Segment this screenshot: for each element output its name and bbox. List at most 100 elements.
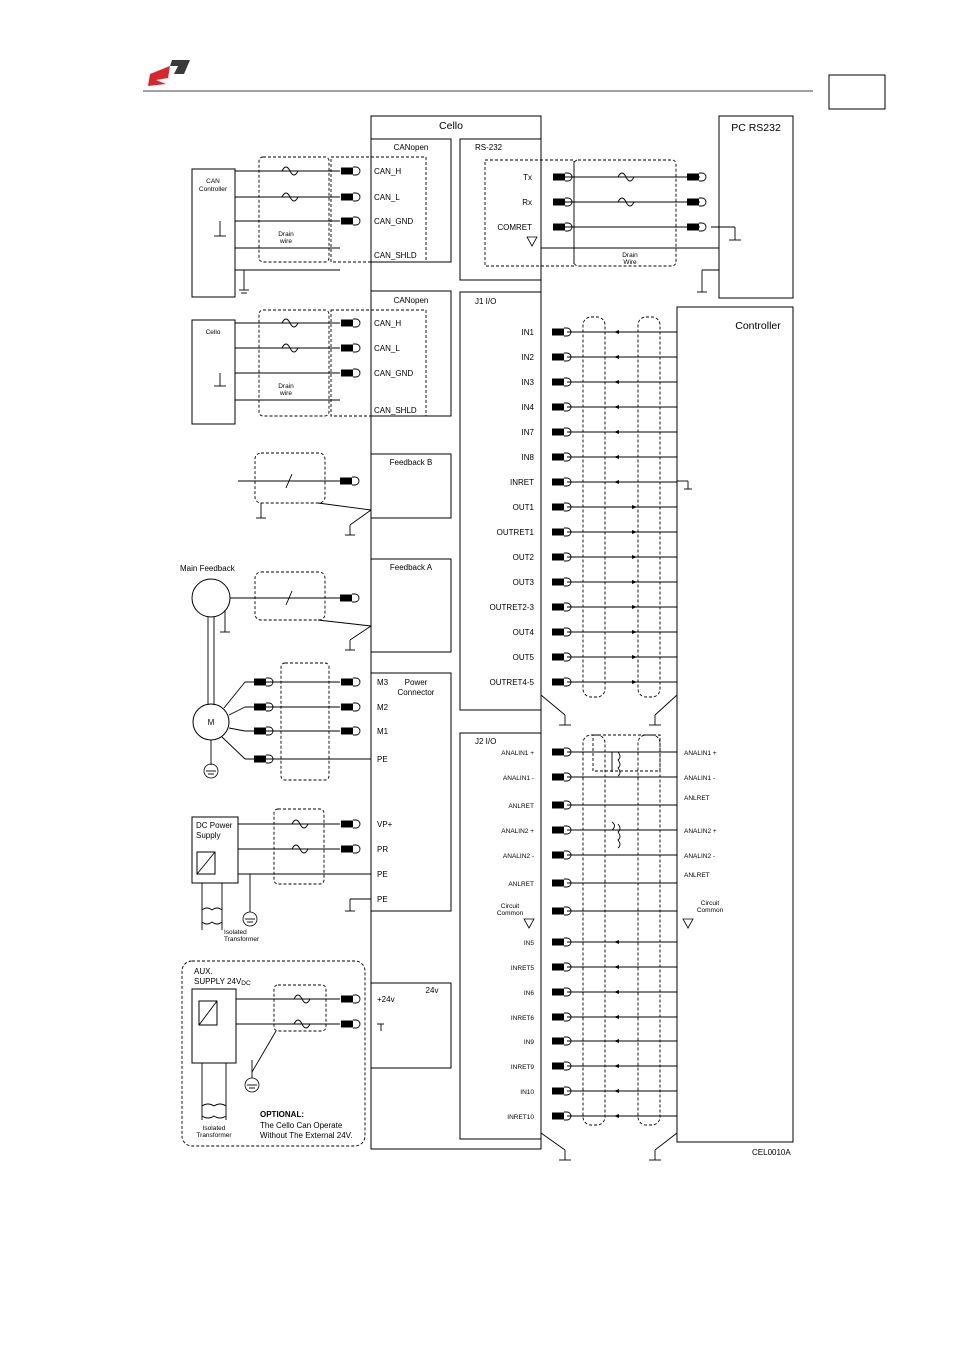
power-connector-icon [341,677,361,687]
j1-pin-label: OUT3 [513,578,535,587]
main-feedback-label: Main Feedback [180,564,236,573]
rs232-title: RS-232 [475,143,503,152]
dc-supply-box [191,816,239,884]
can-pin-label: CAN_SHLD [374,251,417,260]
controller-pin-label: ANLRET [684,795,710,802]
feedbackb-title: Feedback B [390,458,433,467]
power-pin-label: PE [377,755,388,764]
can-controller-box [191,168,236,298]
j2-pin-label: IN10 [520,1089,534,1096]
can-pin-label: CAN_H [374,167,401,176]
encoder-icon [191,578,231,618]
feedbackb-section [238,452,372,536]
canopen2-title: CANopen [394,296,429,305]
can-connector-icon [341,318,361,328]
motor-connector-icon [254,754,274,764]
dc-pin-label: VP+ [377,820,393,829]
power-connector-icon [341,726,361,736]
j2-pin-label: IN5 [524,940,535,947]
controller-pin-label: Common [697,907,724,914]
j1-pin-label: IN1 [522,328,535,337]
can-pin-label: CAN_L [374,344,400,353]
aux-supply-box [191,988,237,1064]
j1-pin-label: IN4 [522,403,535,412]
j2-pin-label: Circuit [501,903,520,910]
can-connector-icon [341,166,361,176]
j2-pin-label: ANALIN1 - [503,775,534,782]
aux-label-sub: DC [241,980,251,987]
j2-title: J2 I/O [475,737,496,746]
pc-box [718,115,794,299]
j2-pin-label: INRET10 [507,1114,534,1121]
page-number-box [828,74,886,110]
cello-title: Cello [439,120,463,132]
power-pin-label: M1 [377,727,389,736]
controller-pin-label: ANALIN1 + [684,750,717,757]
can-connector-icon [341,192,361,202]
j2-pin-label: ANALIN1 + [501,750,534,757]
j2-pin-label: IN6 [524,990,535,997]
rs232-pin-label: COMRET [497,223,532,232]
can-pin-label: CAN_GND [374,369,413,378]
j2-pin-label: IN9 [524,1039,535,1046]
motor-connector-icon [254,702,274,712]
dc-pin-label: PE [377,870,388,879]
feedbacka-connector-icon [340,593,360,603]
controller-pin-label: ANALIN2 + [684,828,717,835]
controller-pin-label: ANLRET [684,872,710,879]
controller-title: Controller [735,320,781,332]
feedbacka-title: Feedback A [390,563,433,572]
figure-id: CEL0010A [752,1148,791,1157]
dc-pin-label: PR [377,845,388,854]
can-connector-icon [341,343,361,353]
can-pin-label: CAN_SHLD [374,406,417,415]
controller-pin-label: Circuit [701,900,720,907]
feedbacka-box [370,558,452,653]
dc-connector-icon [341,844,361,854]
can-pin-label: CAN_H [374,319,401,328]
j1-section: IN1IN2IN3IN4IN7IN8INRETOUT1OUTRET1OUT2OU… [490,316,692,726]
cello2-device-label: Cello [206,329,221,336]
motor-label: M [208,718,215,727]
j1-pin-label: IN2 [522,353,535,362]
feedbackb-connector-icon [340,476,360,486]
can-connector-icon [341,368,361,378]
j1-pin-label: IN3 [522,378,535,387]
aux-label: AUX.SUPPLY 24VDC [194,967,251,987]
controller-pin-label: ANALIN2 - [684,853,715,860]
can-pin-label: CAN_GND [374,217,413,226]
dc-pin-label: PE [377,895,388,904]
aux-connector-icon [341,994,361,1004]
motor-connector-icon [254,677,274,687]
j2-pin-label: ANLRET [508,881,534,888]
j1-box [459,291,542,711]
j2-pin-label: INRET5 [511,965,535,972]
aux24-box [370,982,452,1069]
j2-pin-label: Common [497,910,524,917]
j2-pin-label: ANLRET [508,803,534,810]
j2-pin-label: ANALIN2 - [503,853,534,860]
j1-pin-label: INRET [510,478,534,487]
j2-section: ANALIN1 + ANALIN1 - ANLRET ANALIN2 + ANALIN2… [497,734,724,1161]
aux-pin-label: +24v [377,995,395,1004]
j1-pin-label: OUT1 [513,503,535,512]
j1-pin-label: OUT2 [513,553,535,562]
motor-connector-icon [254,726,274,736]
power-title-l1: Power [405,678,428,687]
controller-box [676,306,794,1143]
j2-pin-label: INRET9 [511,1064,535,1071]
